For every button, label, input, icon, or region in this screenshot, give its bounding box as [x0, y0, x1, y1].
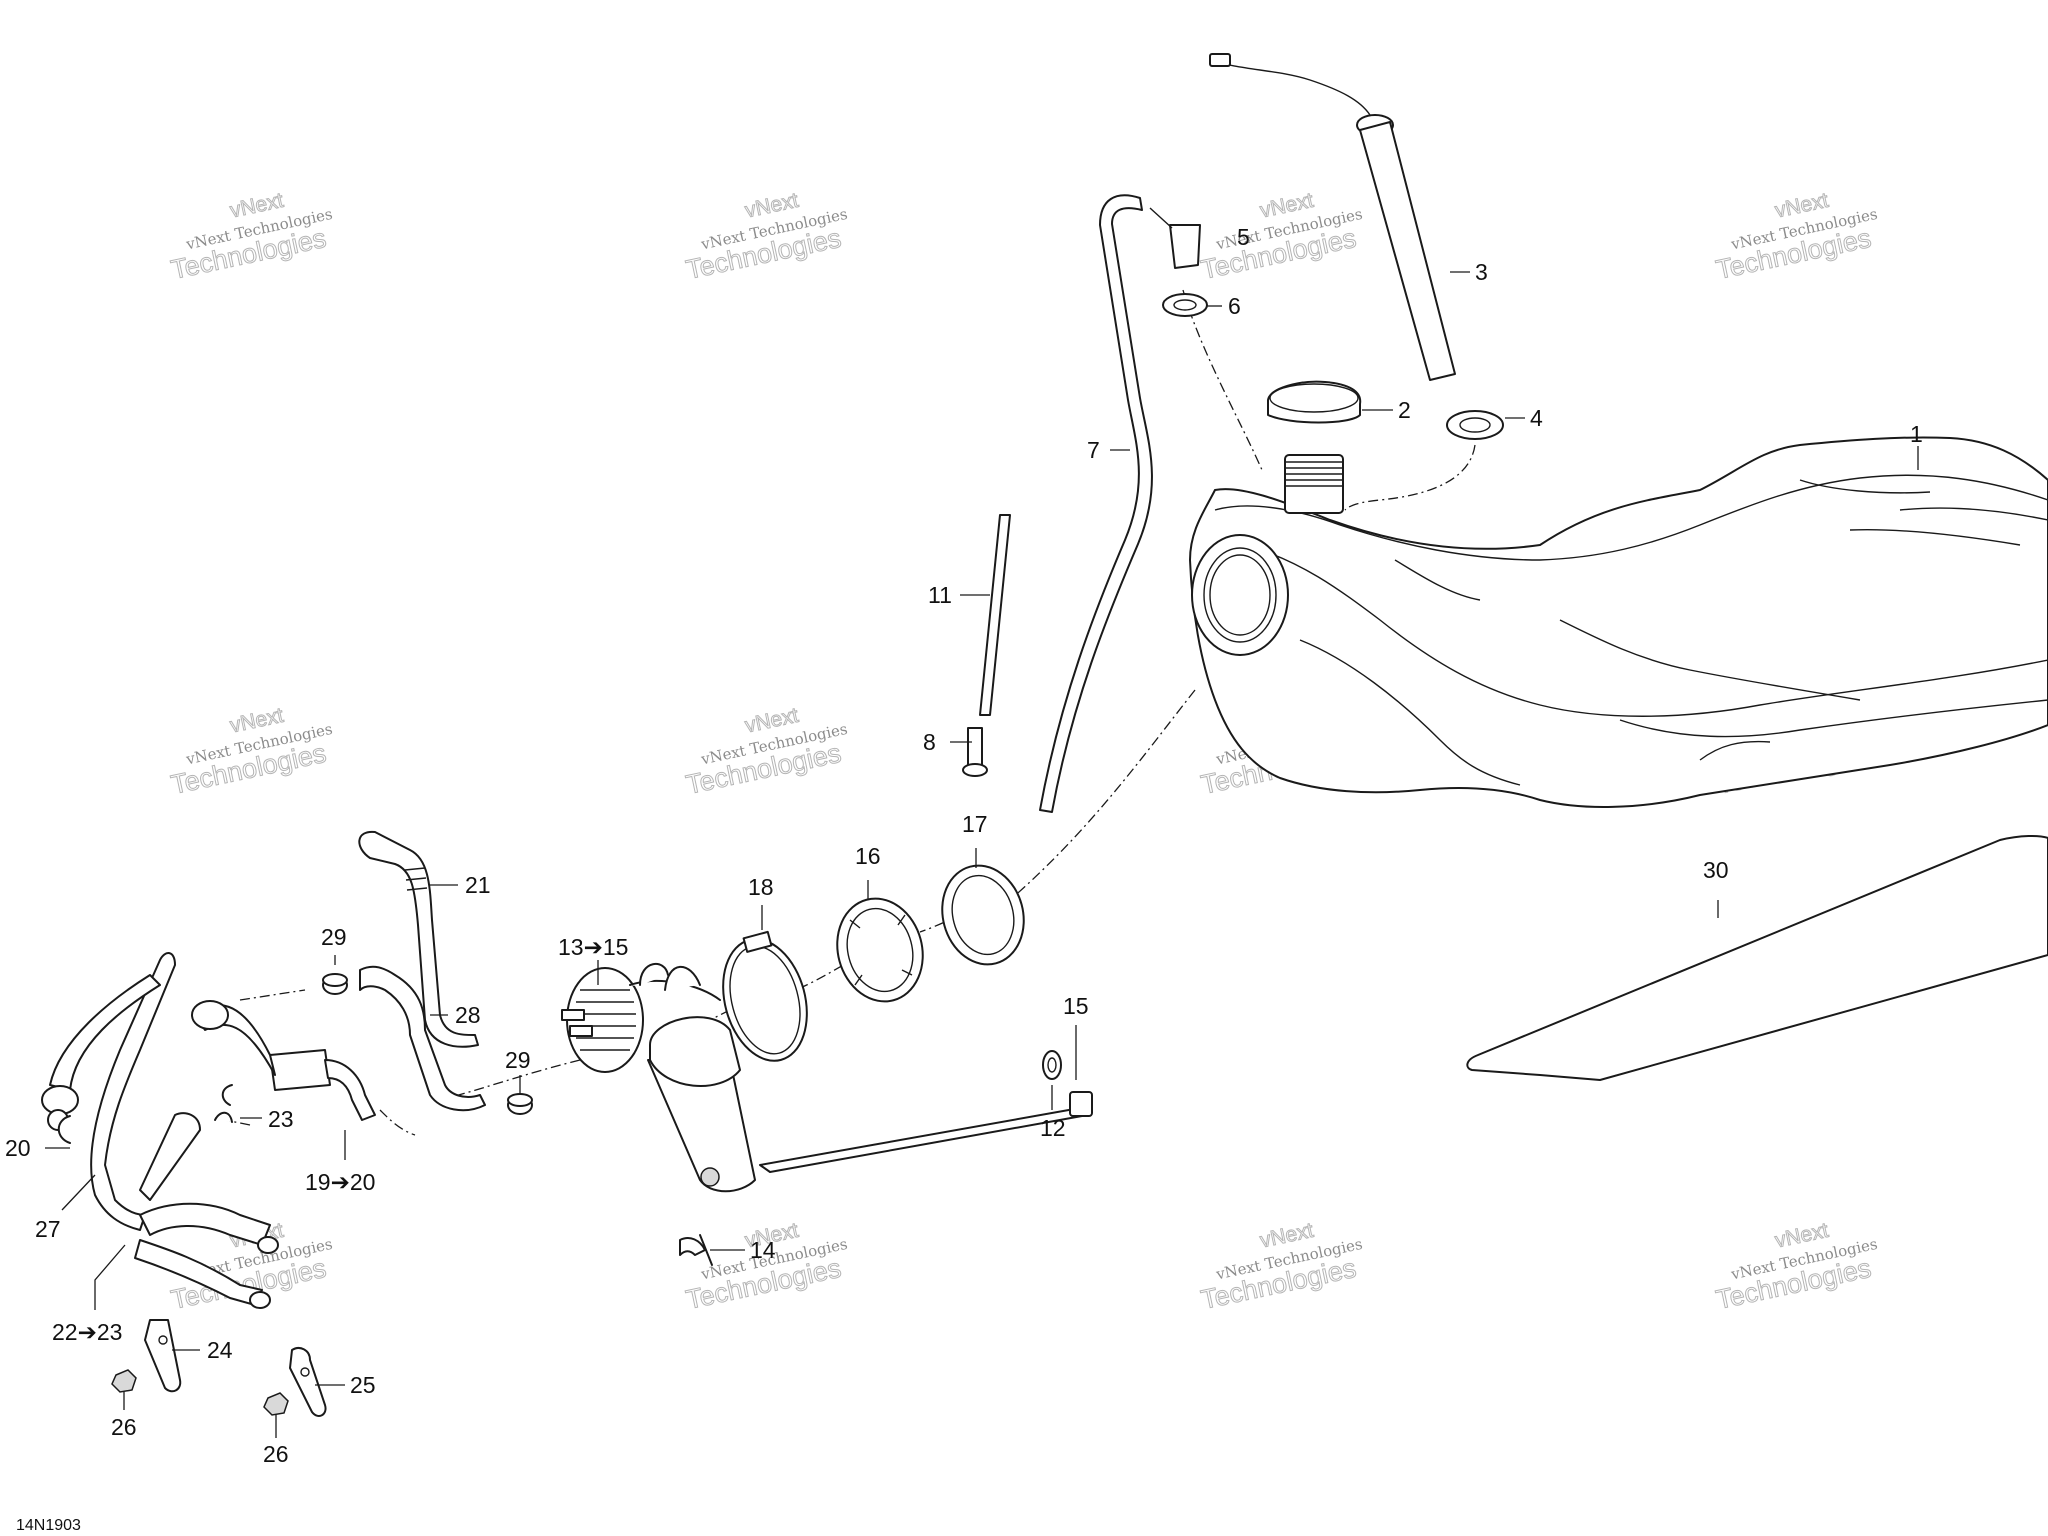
callout-6: 6 — [1228, 293, 1241, 319]
callout-26b: 26 — [263, 1441, 289, 1467]
fuel-pump — [561, 962, 1093, 1266]
tube — [979, 514, 1011, 716]
callout-14: 14 — [750, 1237, 776, 1263]
o-ring — [941, 864, 1025, 966]
callout-18: 18 — [748, 874, 774, 900]
hose-clamp-29a — [322, 973, 348, 995]
fuel-level-sensor — [1209, 53, 1456, 381]
callout-7: 7 — [1087, 437, 1100, 463]
callout-26a: 26 — [111, 1414, 137, 1440]
hose-clamp-29b — [507, 1093, 533, 1115]
callout-15: 15 — [1063, 993, 1089, 1019]
callout-16: 16 — [855, 843, 881, 869]
callout-4: 4 — [1530, 405, 1543, 431]
callout-5: 5 — [1237, 224, 1250, 250]
filler-cap — [1267, 380, 1362, 424]
callout-13-15: 13➔15 — [558, 934, 628, 960]
retaining-ring-23 — [221, 1084, 233, 1106]
watermark: vNext Technologies vNext Technologies — [1713, 1218, 1879, 1315]
rollover-valve — [1149, 207, 1201, 269]
callout-29b: 29 — [505, 1047, 531, 1073]
callout-27: 27 — [35, 1216, 61, 1242]
grommet — [1446, 410, 1504, 440]
callout-22-23: 22➔23 — [52, 1319, 122, 1345]
lock-ring — [836, 897, 924, 1003]
nut-26a — [111, 1369, 137, 1393]
watermark: vNext Technologies vNext Technologies — [1713, 188, 1879, 285]
callout-28: 28 — [455, 1002, 481, 1028]
callout-labels: 1 2 3 4 5 6 7 8 11 12 13➔15 14 15 16 17 … — [5, 224, 1923, 1467]
callout-24: 24 — [207, 1337, 233, 1363]
callout-17: 17 — [962, 811, 988, 837]
retaining-ring-20 — [57, 1115, 71, 1144]
watermark: vNext Technologies vNext Technologies — [683, 188, 849, 285]
callout-12: 12 — [1040, 1115, 1066, 1141]
valve-grommet — [1162, 293, 1208, 317]
tank-pad — [1466, 834, 2048, 1081]
figure-code: 14N1903 — [16, 1517, 81, 1534]
watermark: vNext Technologies vNext Technologies — [683, 703, 849, 800]
vent-hose — [1039, 194, 1153, 813]
bracket-25 — [289, 1347, 327, 1417]
nut-26b — [263, 1392, 289, 1416]
fuel-filter-lines — [41, 952, 376, 1309]
rod-grommet — [1042, 1050, 1062, 1080]
fuel-tank — [1189, 436, 2048, 808]
callout-11: 11 — [928, 582, 952, 608]
band-clamp — [722, 930, 808, 1062]
callout-1: 1 — [1910, 421, 1923, 447]
watermark: vNext Technologies vNext Technologies — [1198, 1218, 1364, 1315]
callout-19-20: 19➔20 — [305, 1169, 375, 1195]
callout-29a: 29 — [321, 924, 347, 950]
bracket-24 — [144, 1319, 182, 1393]
callout-23: 23 — [268, 1106, 294, 1132]
watermarks: vNext Technologies vNext Technologies vN… — [168, 188, 1879, 1315]
callout-8: 8 — [923, 729, 936, 755]
callout-30: 30 — [1703, 857, 1729, 883]
leader-lines — [45, 271, 1919, 1438]
watermark: vNext Technologies vNext Technologies — [168, 703, 334, 800]
callout-3: 3 — [1475, 259, 1488, 285]
callout-25: 25 — [350, 1372, 376, 1398]
watermark: vNext Technologies vNext Technologies — [1198, 188, 1364, 285]
bolt — [962, 727, 988, 777]
watermark: vNext Technologies vNext Technologies — [168, 188, 334, 285]
callout-21: 21 — [465, 872, 491, 898]
callout-20: 20 — [5, 1135, 31, 1161]
fuel-hose-21 — [358, 830, 479, 1048]
callout-2: 2 — [1398, 397, 1411, 423]
fuel-hose-28 — [359, 965, 486, 1112]
